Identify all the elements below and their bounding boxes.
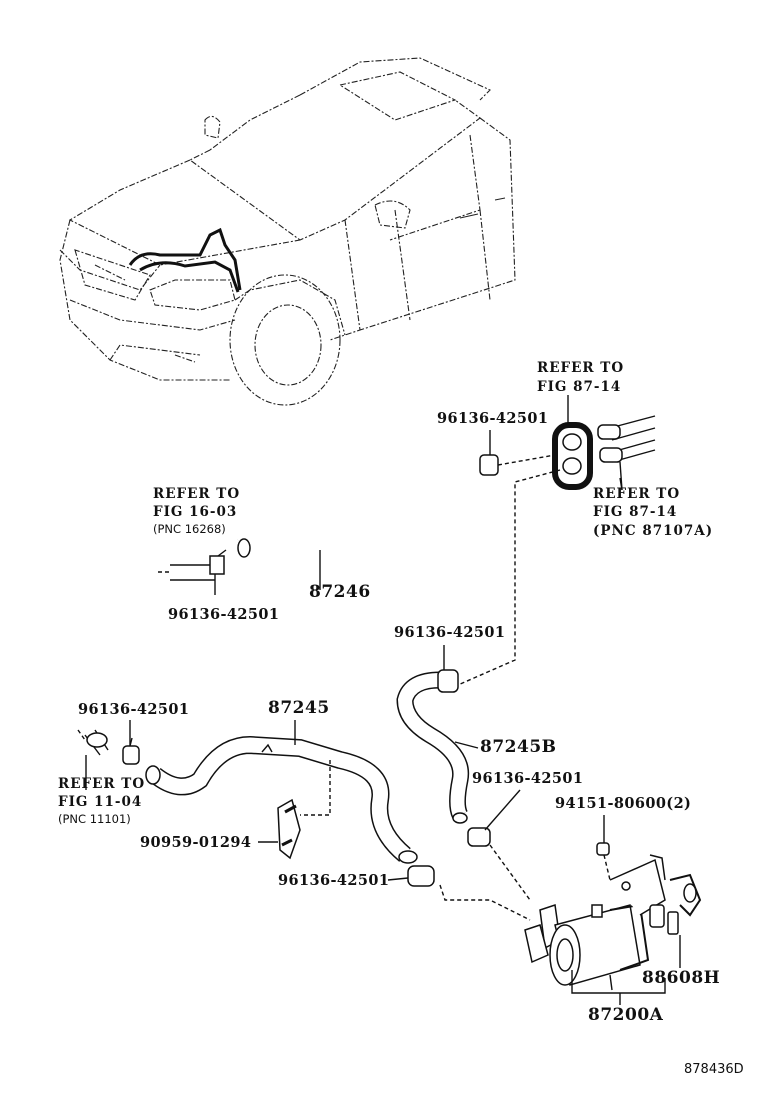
diagram-id: 878436D: [684, 1062, 744, 1077]
leader-dashed-1: [457, 469, 561, 686]
clamp-mid-right-label: 96136-42501: [394, 624, 505, 641]
refer-right-line1: REFER TO: [593, 486, 680, 502]
clip-label: 90959-01294: [140, 834, 251, 851]
grommet: [552, 422, 593, 490]
clamp-lower-right-label: 96136-42501: [472, 770, 583, 787]
clamp-top-label: 96136-42501: [437, 410, 548, 427]
clamp-top: [479, 454, 556, 476]
refer-left2-line3: (PNC 11101): [58, 812, 131, 826]
refer-left2-line1: REFER TO: [58, 776, 145, 792]
car-illustration: [59, 57, 516, 406]
refer-right-line2: FIG 87-14: [593, 504, 677, 520]
hose-87246-label: 87246: [309, 582, 371, 602]
labels: REFER TO FIG 87-14 96136-42501 REFER TO …: [58, 360, 744, 1077]
hose-87245b: [396, 669, 491, 847]
hose-87246: [158, 458, 482, 581]
part-88608h-label: 88608H: [642, 968, 720, 988]
refer-top-line1: REFER TO: [537, 360, 624, 376]
clamp-bottom-label: 96136-42501: [278, 872, 389, 889]
clamp-left-upper-label: 96136-42501: [168, 606, 279, 623]
pump-assembly: [439, 842, 702, 991]
refer-left1-line3: (PNC 16268): [153, 522, 226, 536]
hose-87245-label: 87245: [268, 698, 330, 718]
refer-left1-line2: FIG 16-03: [153, 504, 237, 520]
hose-87245: [145, 735, 435, 887]
part-87200a-label: 87200A: [588, 1005, 664, 1025]
clamp-left-lower-label: 96136-42501: [78, 701, 189, 718]
refer-left2-line2: FIG 11-04: [58, 794, 142, 810]
pipe-left-lower: [77, 729, 140, 765]
pipes-right: [597, 415, 656, 491]
refer-top-line2: FIG 87-14: [537, 379, 621, 395]
hose-87245b-label: 87245B: [480, 737, 557, 757]
refer-left1-line1: REFER TO: [153, 486, 240, 502]
leader-lines: [85, 395, 681, 1005]
clip-part: [277, 798, 301, 860]
refer-right-line3: (PNC 87107A): [593, 523, 713, 539]
bolt-label: 94151-80600(2): [555, 795, 691, 812]
